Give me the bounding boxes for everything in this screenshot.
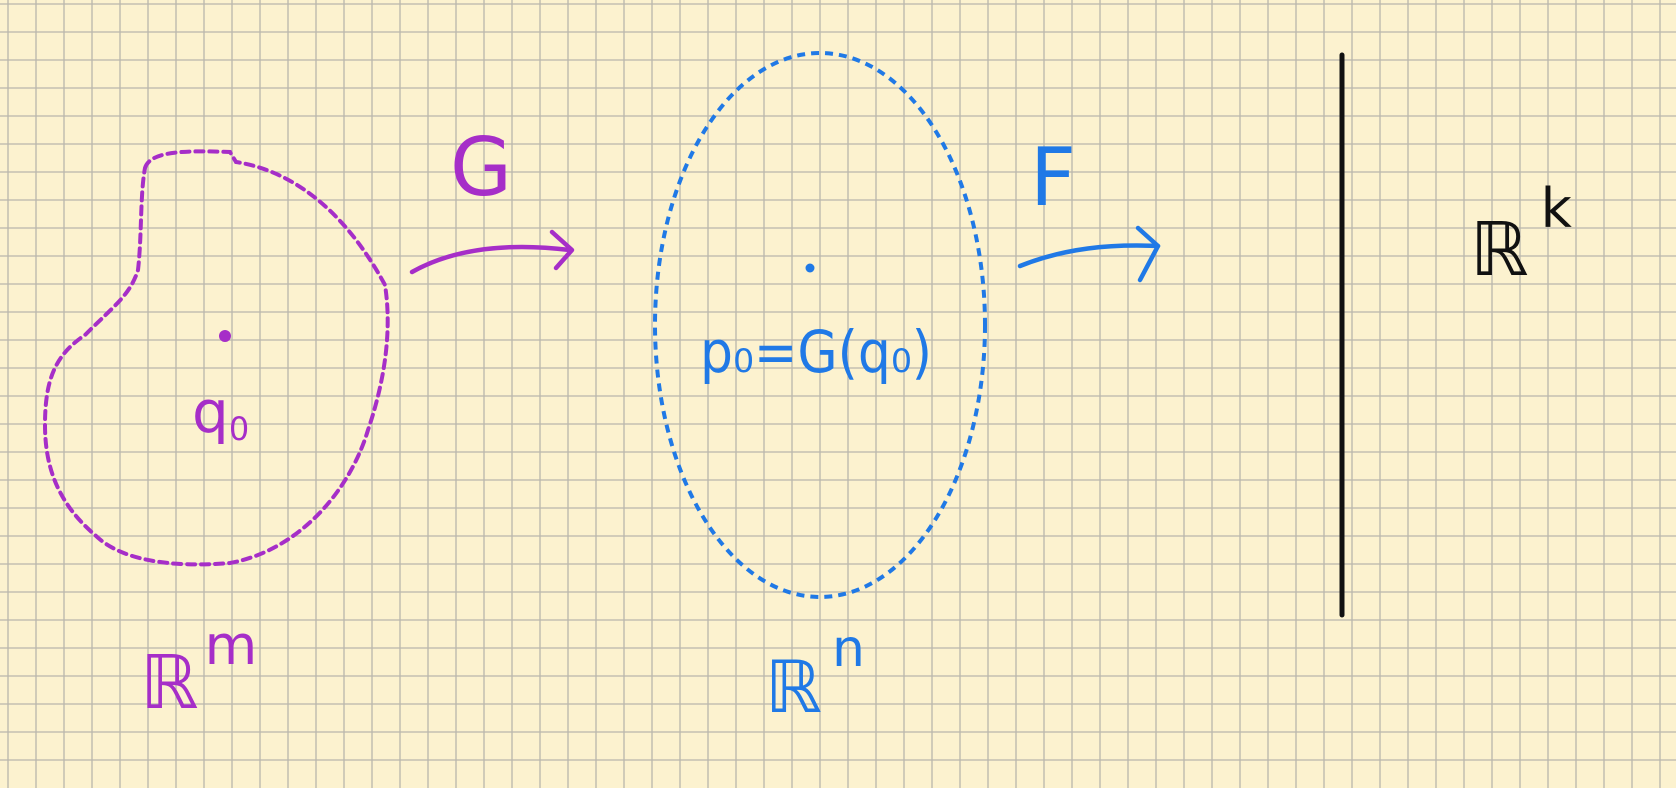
equation-p0: p₀=G(q₀): [700, 318, 932, 386]
map-g-group: G: [409, 121, 575, 275]
map-f-arrow: [1017, 243, 1161, 269]
space-rm-main: ℝ: [140, 640, 199, 726]
space-rn-sup: n: [832, 619, 865, 679]
point-q0-dot: [219, 330, 231, 342]
map-g-arrowhead: [549, 229, 575, 271]
domain-n-ellipse: [653, 51, 987, 599]
map-g-arrow: [409, 244, 573, 275]
map-f-arrowhead: [1135, 225, 1161, 283]
space-rk-main: ℝ: [1470, 207, 1529, 293]
map-f-label: F: [1030, 131, 1076, 224]
point-p0-dot: [805, 263, 815, 273]
point-q0-label: q0: [192, 378, 249, 448]
point-q0-sub: 0: [229, 410, 249, 448]
space-rm-sup: m: [205, 614, 258, 677]
space-rk-sup: k: [1541, 177, 1573, 240]
map-g-label: G: [450, 121, 512, 214]
map-f-group: F: [1017, 131, 1161, 283]
space-rn-main: ℝ: [765, 645, 822, 729]
domain-m-blob: [42, 149, 390, 567]
point-q0-main: q: [192, 378, 229, 446]
